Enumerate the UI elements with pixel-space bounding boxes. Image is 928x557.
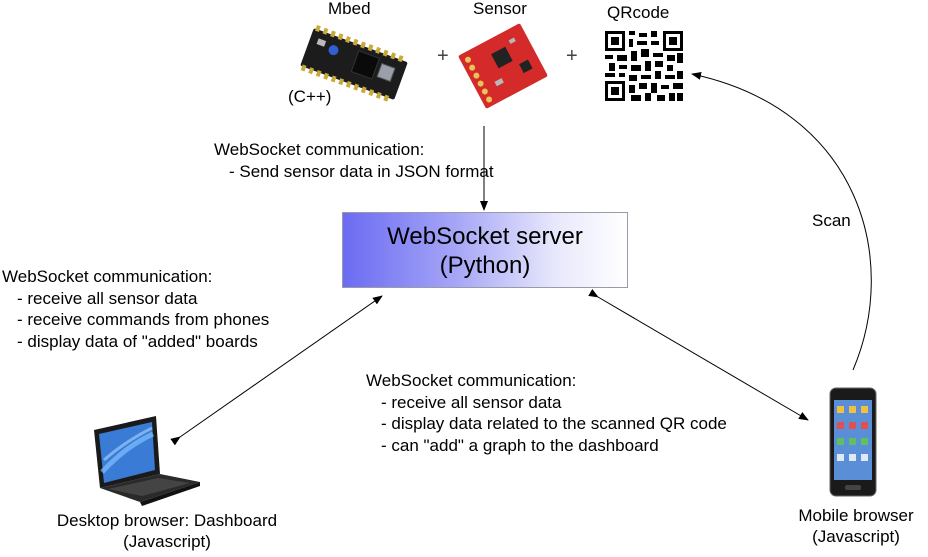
arrow-scan <box>691 71 872 371</box>
mbed-language: (C++) <box>288 87 332 106</box>
sensor-title: Sensor <box>473 0 527 18</box>
plus-sign-2: + <box>566 45 578 67</box>
desktop-comm-item: - display data of "added" boards <box>17 331 258 351</box>
arrow-server-mobile <box>588 288 809 421</box>
mobile-browser-language: (Javascript) <box>812 527 900 546</box>
server-language: (Python) <box>439 252 531 279</box>
mobile-comm-item: - receive all sensor data <box>381 392 562 412</box>
desktop-comm-item: - receive commands from phones <box>17 310 270 329</box>
mbed-board-icon <box>300 25 408 102</box>
sensor-comm-title: WebSocket communication: <box>214 140 425 159</box>
mbed-title: Mbed <box>328 0 371 18</box>
desktop-label: Desktop browser: Dashboard (Javascript) <box>36 510 298 552</box>
laptop-icon <box>94 416 200 506</box>
mobile-comm-item: - display data related to the scanned QR… <box>381 414 727 433</box>
mobile-comm-description: WebSocket communication: - receive all s… <box>366 370 727 456</box>
mobile-label: Mobile browser (Javascript) <box>786 505 926 547</box>
arrow-desktop-server <box>170 295 383 446</box>
mobile-comm-item: - can "add" a graph to the dashboard <box>381 435 659 455</box>
mobile-comm-title: WebSocket communication: <box>366 371 577 390</box>
sensor-comm-item: - Send sensor data in JSON format <box>229 161 494 181</box>
sensor-comm-description: WebSocket communication: - Send sensor d… <box>214 139 494 182</box>
scan-label: Scan <box>812 211 851 230</box>
qrcode-icon <box>605 31 683 101</box>
desktop-comm-description: WebSocket communication: - receive all s… <box>2 266 269 352</box>
desktop-browser-name: Desktop browser: Dashboard <box>56 511 278 530</box>
sensor-board-icon <box>458 23 548 109</box>
qrcode-title: QRcode <box>607 3 670 22</box>
websocket-server-box: WebSocket server (Python) <box>342 212 628 288</box>
desktop-comm-title: WebSocket communication: <box>2 267 213 286</box>
desktop-comm-item: - receive all sensor data <box>17 288 198 308</box>
mobile-browser-name: Mobile browser <box>798 506 914 525</box>
smartphone-icon <box>829 387 877 497</box>
plus-sign-1: + <box>437 45 449 67</box>
server-name: WebSocket server <box>387 223 583 250</box>
desktop-browser-language: (Javascript) <box>123 532 211 551</box>
